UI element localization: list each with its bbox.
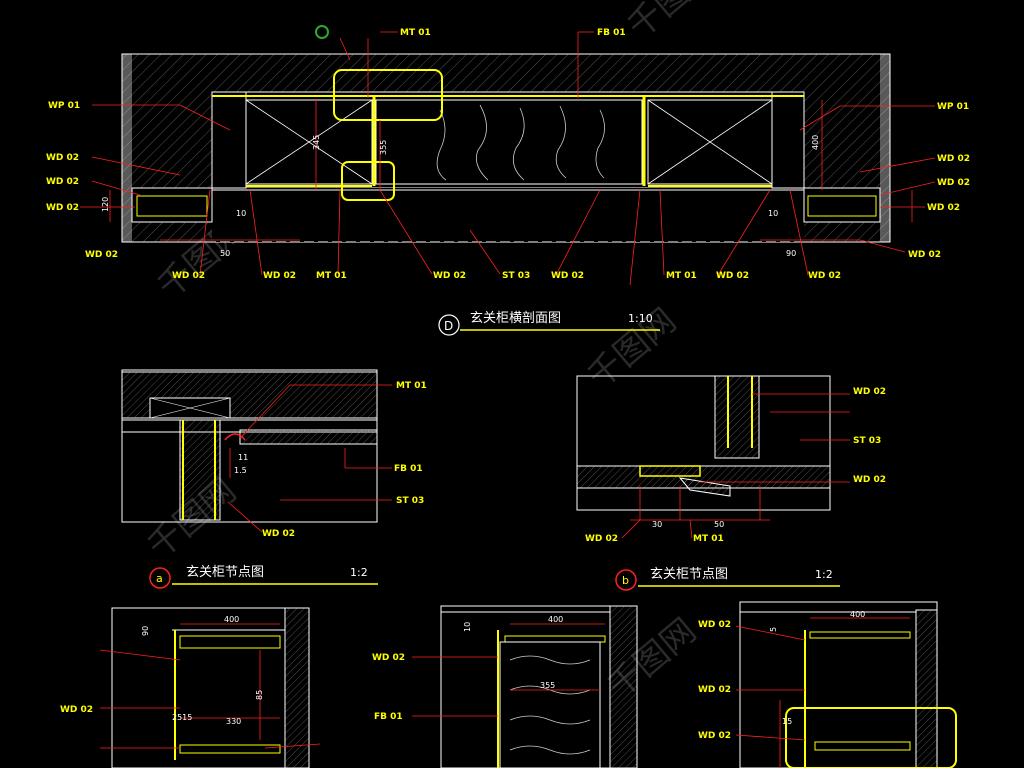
dim-400-bm: 400 [548,615,563,624]
dim-5-bb: 5 [769,627,778,632]
dim-10-right: 10 [768,209,778,218]
dim-400-ba: 400 [224,615,239,624]
section-marker-d [438,314,460,336]
dim-345: 345 [312,135,321,150]
dim-330: 330 [226,717,241,726]
section-b-scale: 1:2 [815,568,833,581]
tag-mt01-bottom-2: MT 01 [666,271,697,281]
detail-middle-right-tags: WD 02 ST 03 WD 02 WD 02 MT 01 30 50 [585,387,886,544]
section-d-name: 玄关柜横剖面图 [470,311,561,326]
tag-fb01-top: FB 01 [597,28,626,38]
top-tags: MT 01 FB 01 WP 01 WD 02 WD 02 WD 02 WP 0… [46,25,970,281]
section-a-name: 玄关柜节点图 [186,565,264,580]
section-d-title: D 玄关柜横剖面图 1:10 [438,311,660,336]
dim-10-bm: 10 [463,622,472,632]
dim-1-5: 1.5 [234,466,247,475]
tag-wd02-mid: WD 02 [262,529,295,539]
dim-355: 355 [379,140,388,155]
tag-wd02-bottom-4: WD 02 [433,271,466,281]
detail-middle-left-leaders [227,384,392,533]
section-b-name: 玄关柜节点图 [650,567,728,582]
tag-st03-mr: ST 03 [853,436,881,446]
tag-wd02-left-2: WD 02 [46,177,79,187]
section-a-scale: 1:2 [350,566,368,579]
tag-wd02-right-1: WD 02 [937,154,970,164]
detail-bottom-a-tags: WD 02 400 90 85 2515 330 [60,615,264,726]
tag-wd02-bb-2: WD 02 [698,685,731,695]
tag-wd02-right-3: WD 02 [927,203,960,213]
section-d-scale: 1:10 [628,312,653,325]
section-marker-a [149,567,171,589]
tag-mt01-top: MT 01 [400,28,431,38]
tag-wd02-bottom-2: WD 02 [172,271,205,281]
detail-bottom-middle-leaders [412,656,498,717]
tag-wd02-ba: WD 02 [60,705,93,715]
dim-90-right: 90 [786,249,796,258]
tag-wd02-mr-2: WD 02 [853,475,886,485]
dim-2515: 2515 [172,713,192,722]
tag-mt01-bottom: MT 01 [316,271,347,281]
tag-fb01-bm: FB 01 [374,712,403,722]
tag-wd02-bottom-1: WD 02 [85,250,118,260]
detail-bottom-b [739,601,957,768]
svg-text:千图网: 千图网 [620,0,724,47]
tag-wd02-mr-1: WD 02 [853,387,886,397]
dim-11: 11 [238,453,248,462]
tag-wd02-right-2: WD 02 [937,178,970,188]
tag-wd02-bm: WD 02 [372,653,405,663]
detail-bottom-a [111,607,310,768]
dim-355-bm: 355 [540,681,555,690]
dim-90-ba: 90 [141,626,150,636]
top-leaders [80,31,936,286]
tag-wd02-left-1: WD 02 [46,153,79,163]
dim-50-mr: 50 [714,520,724,529]
dim-15-bb: 15 [782,717,792,726]
section-a-title: a 玄关柜节点图 1:2 [149,565,378,589]
section-marker-d-label: D [444,319,453,333]
tag-mt01-mr: MT 01 [693,534,724,544]
tag-wd02-bottom-7: WD 02 [808,271,841,281]
detail-middle-left [121,369,378,523]
tag-wd02-bb-1: WD 02 [698,620,731,630]
section-marker-b-label: b [622,574,629,587]
tag-wd02-right-4: WD 02 [908,250,941,260]
section-marker-a-label: a [156,572,163,585]
detail-bottom-a-leaders [99,649,321,749]
dim-50-left: 50 [220,249,230,258]
tag-mt01-mid: MT 01 [396,381,427,391]
detail-middle-right [576,375,831,521]
detail-bottom-middle-tags: WD 02 FB 01 400 355 10 [372,615,563,722]
detail-middle-right-leaders [621,393,850,539]
section-marker-b [615,569,637,591]
detail-bottom-b-leaders [735,625,806,741]
detail-middle-left-tags: MT 01 FB 01 ST 03 WD 02 11 1.5 [234,381,427,539]
dim-85-ba: 85 [255,690,264,700]
section-symbol-icon [315,25,329,39]
tag-wp01-left: WP 01 [48,101,80,111]
dim-30: 30 [652,520,662,529]
tag-st03-mid: ST 03 [396,496,424,506]
tag-wp01-right: WP 01 [937,102,969,112]
tag-wd02-mr-3: WD 02 [585,534,618,544]
top-cross-section [109,53,913,243]
tag-st03-bottom: ST 03 [502,271,530,281]
dim-400-bb: 400 [850,610,865,619]
tag-wd02-bottom-5: WD 02 [551,271,584,281]
tag-wd02-bb-3: WD 02 [698,731,731,741]
detail-bottom-middle [440,605,638,768]
section-b-title: b 玄关柜节点图 1:2 [615,567,840,591]
tag-wd02-bottom-3: WD 02 [263,271,296,281]
tag-wd02-left-3: WD 02 [46,203,79,213]
dim-120: 120 [101,197,110,212]
dim-400: 400 [811,135,820,150]
tag-wd02-bottom-6: WD 02 [716,271,749,281]
detail-bottom-b-tags: WD 02 WD 02 WD 02 400 15 5 [698,610,865,741]
tag-fb01-mid: FB 01 [394,464,423,474]
dim-10-left: 10 [236,209,246,218]
